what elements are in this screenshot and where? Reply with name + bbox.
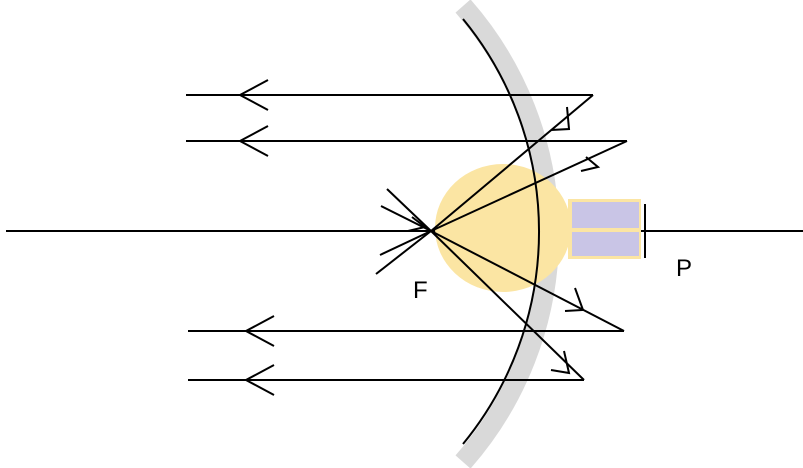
incident-rays: [430, 94, 628, 381]
arrowhead-icon: [407, 216, 428, 232]
arrowhead-icon: [550, 106, 571, 131]
arrowhead-icon: [237, 125, 269, 157]
arrowhead-icon: [550, 350, 571, 375]
incident-ray-3: [430, 230, 625, 332]
arrowhead-icon: [243, 315, 275, 347]
incident-arrowheads: [407, 106, 601, 375]
arrowhead-icon: [564, 287, 585, 312]
incident-ray-2: [430, 140, 628, 232]
focus-label: F: [413, 277, 428, 304]
arrowhead-icon: [243, 364, 275, 396]
arrowhead-icon: [237, 79, 269, 111]
bulb-glow: [435, 164, 571, 292]
reflected-arrowheads: [237, 79, 275, 396]
incident-ray-4: [430, 230, 585, 381]
arrowhead-icon: [580, 156, 601, 172]
bulb-base: [568, 199, 641, 259]
pole-label: P: [676, 255, 692, 282]
mirror-surface: [462, 18, 540, 445]
incident-ray-1: [430, 94, 594, 232]
reflected-rays: [186, 94, 627, 381]
